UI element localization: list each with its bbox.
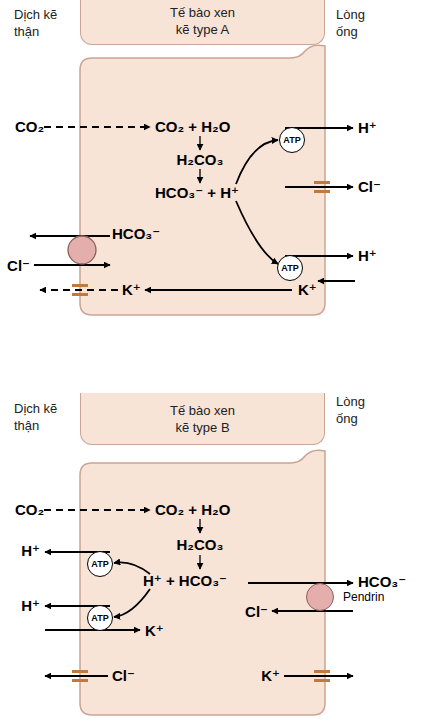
ion-label: H⁺ — [358, 247, 377, 265]
region-label: Dịch kẽ thận — [14, 400, 76, 434]
cell-cap: Tế bào xen kẽ type B — [80, 393, 325, 445]
region-label: Lòng ống — [336, 393, 382, 427]
ion-label: CO₂ + H₂O — [155, 118, 230, 136]
atp-pump: ATP — [87, 551, 113, 577]
ion-label: Cl⁻ — [358, 178, 381, 196]
node-text: ATP — [283, 135, 300, 145]
ion-label: HCO₃⁻ + H⁺ — [155, 184, 239, 202]
ion-label: K⁺ — [145, 622, 164, 640]
node-text: ATP — [281, 263, 298, 273]
ion-label: HCO₃⁻ — [358, 573, 406, 591]
channel-symbol — [72, 181, 330, 682]
atp-pump: ATP — [87, 605, 113, 631]
atp-pump: ATP — [277, 255, 303, 281]
atp-pump: ATP — [279, 127, 305, 153]
ion-label: H⁺ — [21, 597, 40, 615]
region-label: Lòng ống — [336, 6, 382, 40]
node-text: Tế bào xen kẽ type A — [165, 4, 241, 38]
pendrin-exchanger: Pendrin — [306, 583, 334, 611]
ion-label: CO₂ — [15, 118, 44, 136]
ion-label: H⁺ — [21, 542, 40, 560]
cell-body — [80, 45, 325, 315]
region-label: Dịch kẽ thận — [14, 6, 76, 40]
node-text: Tế bào xen kẽ type B — [165, 402, 241, 436]
ion-label: H⁺ + HCO₃⁻ — [143, 572, 227, 590]
ion-label: K⁺ — [261, 667, 280, 685]
ion-label: H₂CO₃ — [177, 536, 224, 554]
flux-arrows — [30, 127, 355, 676]
ion-label: K⁺ — [122, 281, 141, 299]
ion-label: HCO₃⁻ — [112, 225, 160, 243]
ion-label: K⁺ — [298, 281, 317, 299]
ion-label: H₂CO₃ — [177, 151, 224, 169]
exchanger-symbol — [68, 236, 96, 264]
ion-label: Cl⁻ — [112, 667, 135, 685]
ion-label: Cl⁻ — [7, 257, 30, 275]
ion-label: H⁺ — [358, 119, 377, 137]
node-text: ATP — [91, 613, 108, 623]
ion-label: CO₂ — [15, 501, 44, 519]
node-text: Pendrin — [343, 590, 384, 604]
ion-label: Cl⁻ — [245, 603, 268, 621]
ion-label: CO₂ + H₂O — [155, 501, 230, 519]
cell-cap: Tế bào xen kẽ type A — [80, 0, 325, 45]
node-text: ATP — [91, 559, 108, 569]
